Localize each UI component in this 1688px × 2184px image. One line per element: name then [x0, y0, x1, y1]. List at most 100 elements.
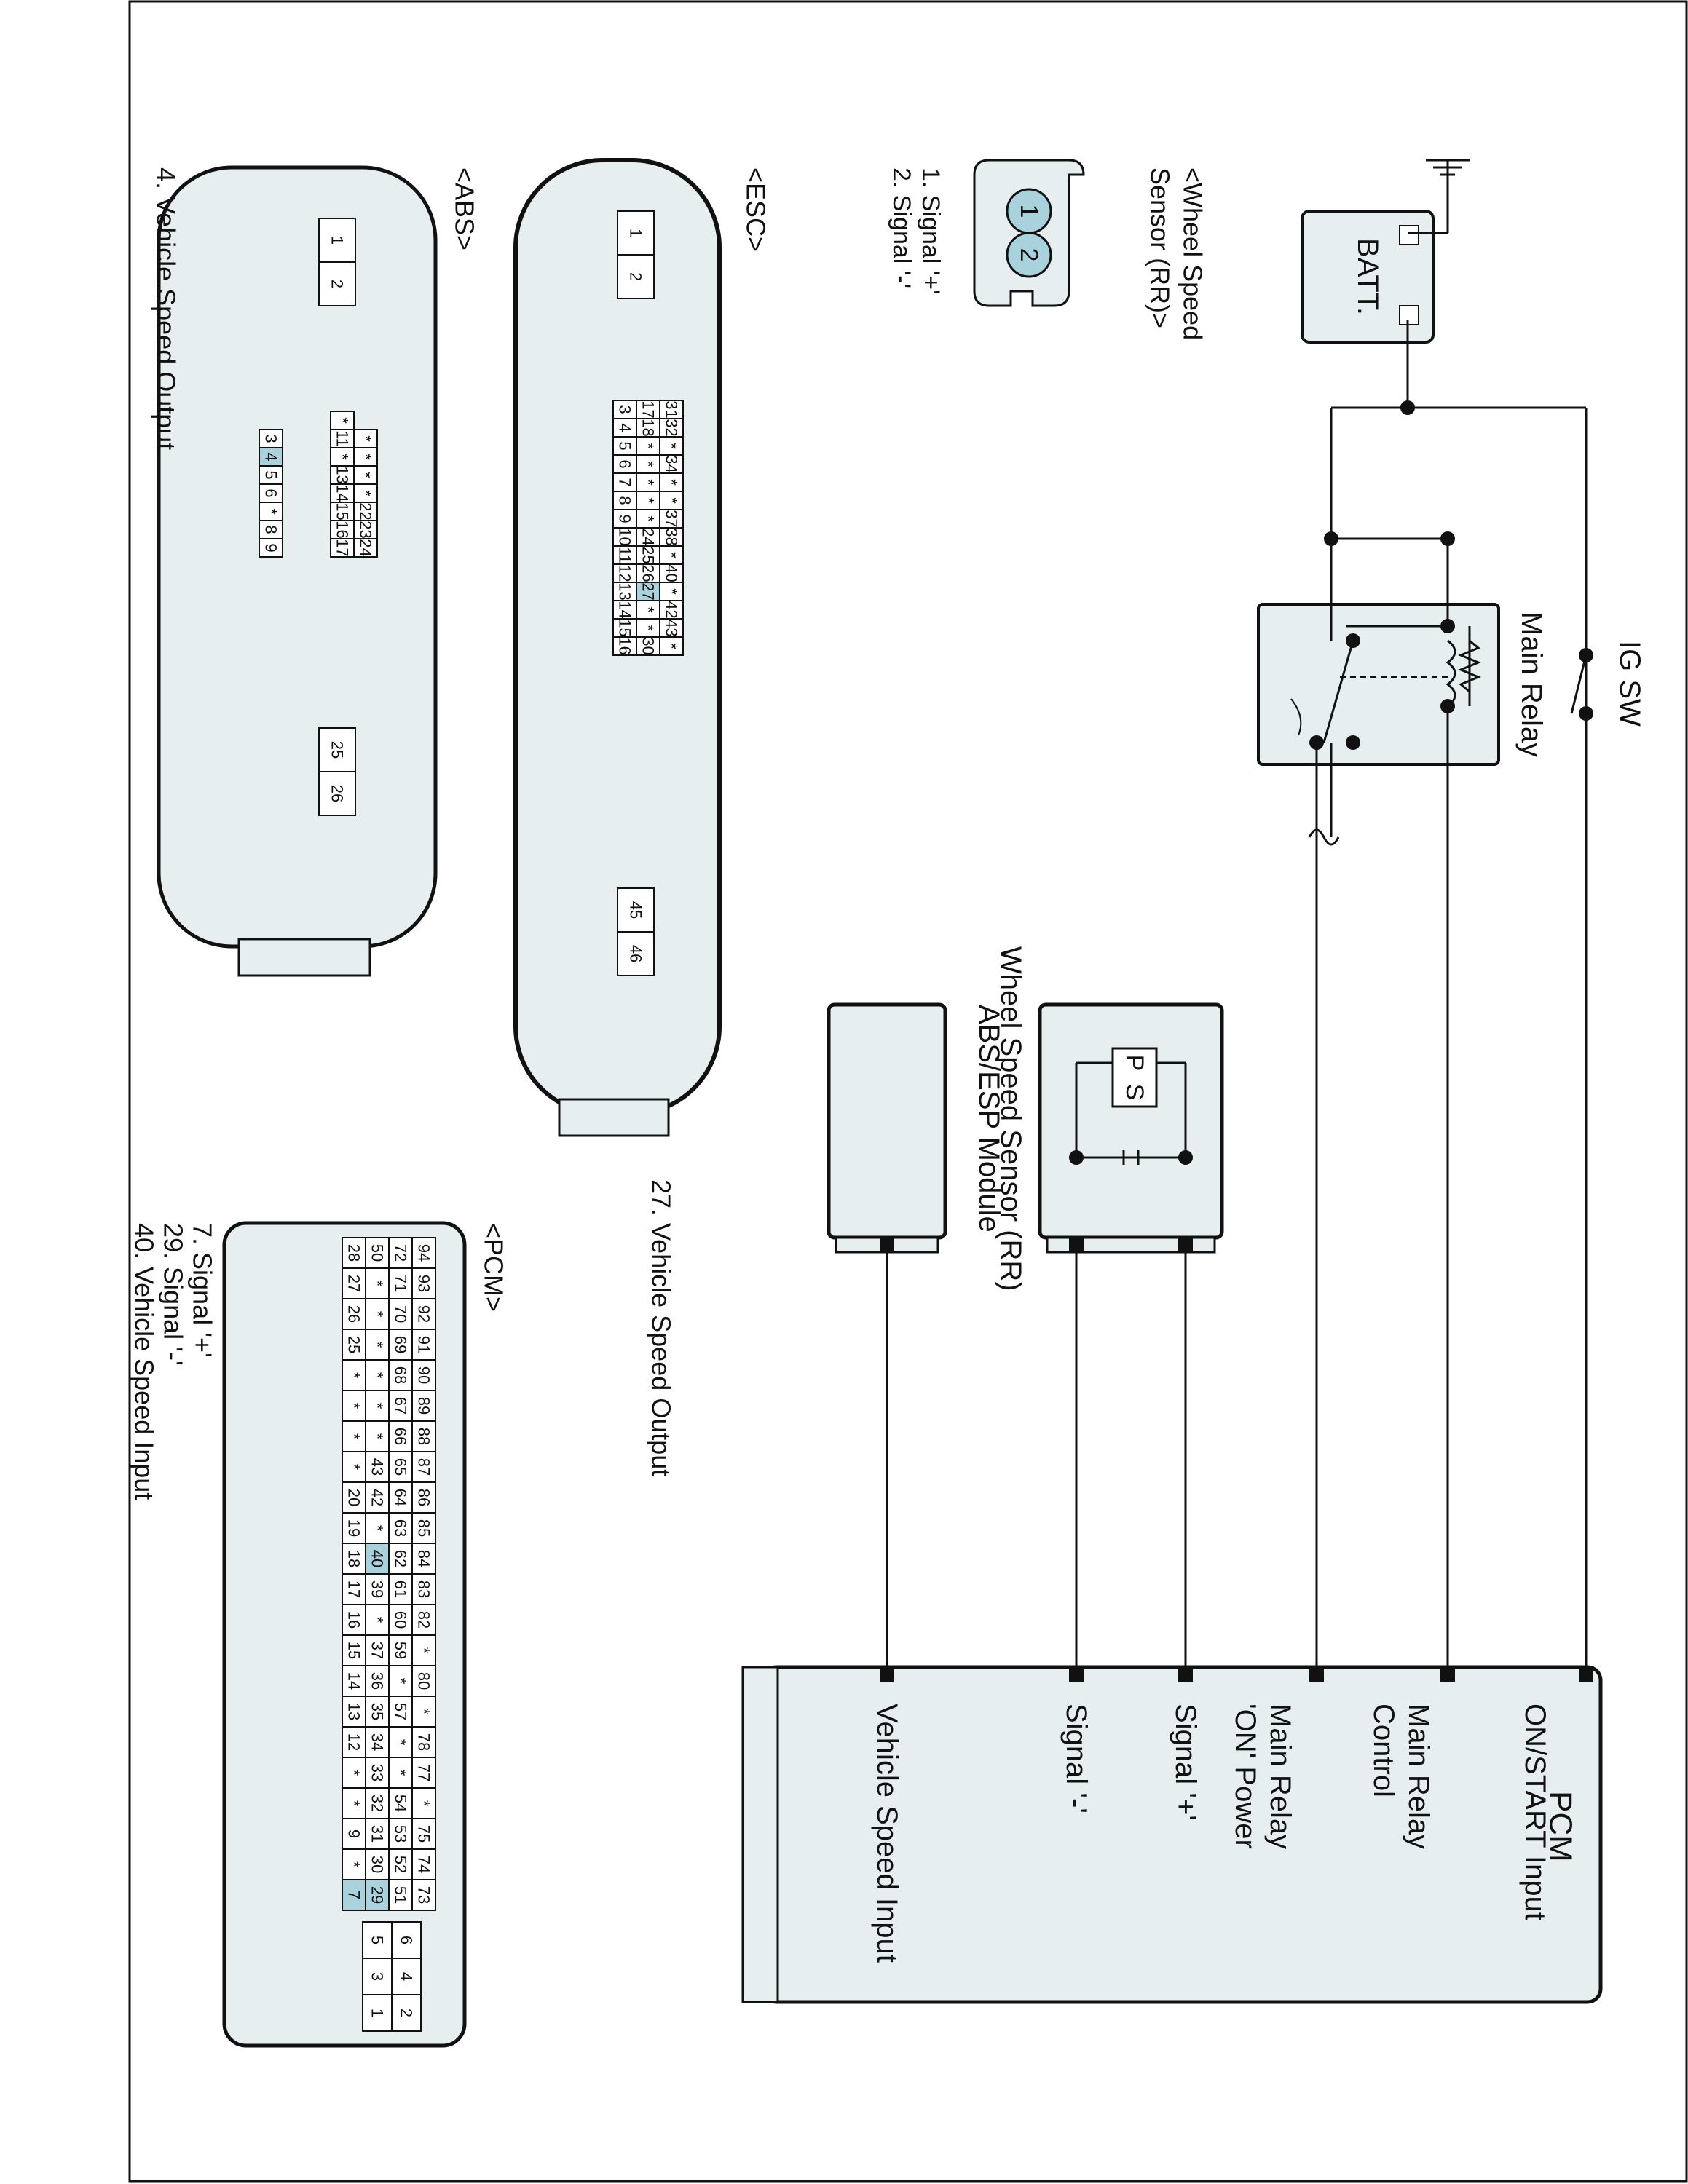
pcm-r1-pin-3-label: 91: [415, 1336, 433, 1353]
pcm-r2-pin-19-label: 53: [392, 1825, 410, 1843]
esc-bot-pin-10-label: 13: [616, 582, 634, 600]
esc-bot-pin-3-label: 6: [616, 459, 634, 468]
pcm-r3-pin-1-label: *: [368, 1281, 387, 1287]
pcm-r1-pin-2-label: 92: [415, 1305, 433, 1323]
abs-row3-pin-4-label: *: [262, 508, 280, 515]
esc-bot-pin-0-label: 3: [616, 405, 634, 414]
abs-row1-pin-3-label: *: [357, 490, 375, 496]
pcm-r2-pin-17-label: *: [392, 1770, 410, 1776]
pcm-r4-pin-4-label: *: [345, 1372, 363, 1379]
esc-top-pin-8-label: *: [663, 552, 681, 558]
abs-row2-pin-7-label: 17: [334, 539, 352, 556]
pcm-r2-pin-3-label: 69: [392, 1336, 410, 1353]
pcm-r3-pin-19-label: 31: [368, 1825, 387, 1843]
pcm-r1-pin-0-label: 94: [415, 1244, 433, 1262]
abs-row2-pin-5-label: 15: [334, 502, 352, 520]
abs-row2-pin-3-label: 13: [334, 466, 352, 483]
junction-on-power: [1309, 735, 1324, 750]
abs-row1-pin-2-label: *: [357, 472, 375, 478]
pcm-r2-pin-18-label: 54: [392, 1795, 410, 1812]
abs-row3-pin-5-label: 8: [262, 525, 280, 534]
abs-row2-pin-0-label: *: [334, 417, 352, 424]
battery-plus-terminal: [1399, 305, 1419, 325]
abs-row2-pin-7: [330, 538, 355, 558]
pcm-r3-pin-11-label: 39: [368, 1580, 387, 1598]
signal-minus-label: Signal '-': [1060, 1704, 1092, 1813]
abs-title: <ABS>: [450, 167, 480, 250]
abs-conn-body: [157, 165, 438, 949]
abs-row3-pin-3-label: 6: [262, 488, 280, 497]
pcm-r2-pin-5-label: 67: [392, 1397, 410, 1415]
pcm-r4-pin-5-label: *: [345, 1403, 363, 1409]
pcm-r4-pin-0-label: 28: [345, 1244, 363, 1262]
esc-mid-pin-12-label: *: [639, 625, 658, 631]
pcm-r2-pin-10-label: 62: [392, 1550, 410, 1567]
esc-top-pin-9-label: 40: [663, 564, 681, 582]
pcm-r3-pin-3-label: *: [368, 1342, 387, 1348]
pcm-title: <PCM>: [479, 1223, 509, 1312]
esc-top-pin-12-label: 43: [663, 619, 681, 636]
esc-bot-pin-8-label: 11: [616, 547, 634, 563]
esc-legend-1: 27. Vehicle Speed Output: [647, 1179, 677, 1476]
main-relay-on-power-label-1: Main Relay: [1264, 1704, 1296, 1849]
pcm-r4-pin-18-label: *: [345, 1800, 363, 1807]
pcm-r3-pin-6-label: *: [368, 1433, 387, 1440]
pcm-connector-strip: [741, 1666, 779, 2003]
pcm-legend-1: 7. Signal '+': [188, 1223, 218, 1358]
pcm-small-pin-3-label: 3: [368, 1972, 387, 1981]
wheel-speed-sensor-box: [1038, 1002, 1224, 1240]
pcm-r3-pin-9-label: *: [368, 1525, 387, 1532]
wire-break: [1308, 828, 1340, 846]
pcm-r3-pin-21-label: 29: [368, 1886, 387, 1904]
pcm-r3-pin-4-label: *: [368, 1372, 387, 1379]
sensor-p-label: P: [1121, 1055, 1148, 1072]
esc-bot-pin-1-label: 4: [616, 423, 634, 432]
relay-arm: [1290, 698, 1302, 736]
pcm-r1-pin-4-label: 90: [415, 1366, 433, 1384]
esc-pin-46: [617, 931, 655, 976]
ig-sw-contact-b: [1579, 706, 1593, 721]
pcm-legend-2: 29. Signal '-': [159, 1223, 189, 1366]
abs-row1-pin-6-label: 24: [357, 539, 375, 556]
main-relay-control-label-1: Main Relay: [1403, 1704, 1435, 1849]
abs-row2-pin-2-label: *: [334, 454, 352, 460]
main-relay-label: Main Relay: [1515, 612, 1547, 757]
esc-top-pin-13-label: *: [663, 643, 681, 649]
pcm-r1-pin-10-label: 84: [415, 1550, 433, 1567]
pcm-r2-pin-0-label: 72: [392, 1244, 410, 1262]
vehicle-speed-input-label: Vehicle Speed Input: [871, 1704, 903, 1963]
pcm-r3-pin-7-label: 43: [368, 1458, 387, 1476]
esc-mid-pin-7-label: 24: [639, 528, 658, 545]
pcm-r2-pin-11-label: 61: [392, 1580, 410, 1598]
abs-pin-26: [318, 771, 356, 816]
relay-contact-b: [1346, 735, 1360, 750]
wss-node-minus: [1069, 1150, 1084, 1165]
pcm-r4-pin-3-label: 25: [345, 1336, 363, 1353]
esc-top-pin-0-label: 31: [663, 400, 681, 418]
pcm-r4-pin-17-label: *: [345, 1770, 363, 1776]
abs-pin-2: [318, 261, 356, 306]
pcm-module-label: PCM: [1543, 1791, 1579, 1862]
abs-legend-1: 4. Vehicle Speed Output: [151, 167, 181, 450]
esc-top-pin-5-label: *: [663, 497, 681, 504]
abs-row1-pin-1-label: *: [357, 454, 375, 460]
esc-bot-pin-13: [612, 636, 637, 656]
abs-row1-pin-4-label: 22: [357, 502, 375, 520]
esc-mid-pin-2-label: *: [639, 443, 658, 449]
pcm-r4-pin-16-label: 12: [345, 1733, 363, 1751]
pcm-r1-pin-18-label: *: [415, 1800, 433, 1807]
pcm-r2-pin-15-label: 57: [392, 1703, 410, 1720]
pcm-r3-pin-17-label: 33: [368, 1764, 387, 1781]
page-frame: [128, 0, 1688, 2183]
wss-conn-title-2: Sensor (RR)>: [1145, 167, 1175, 328]
esc-bot-pin-6-label: 9: [616, 514, 634, 523]
esc-pin-46-label: 46: [627, 945, 645, 962]
main-relay-on-power-label-2: 'ON' Power: [1229, 1704, 1261, 1849]
abs-esp-module-label: ABS/ESP Module: [973, 1005, 1005, 1233]
pcm-r4-pin-1-label: 27: [345, 1275, 363, 1292]
esc-mid-pin-6-label: *: [639, 515, 658, 522]
abs-pin-26-label: 26: [328, 785, 347, 802]
pcm-r1-pin-12-label: 82: [415, 1611, 433, 1629]
